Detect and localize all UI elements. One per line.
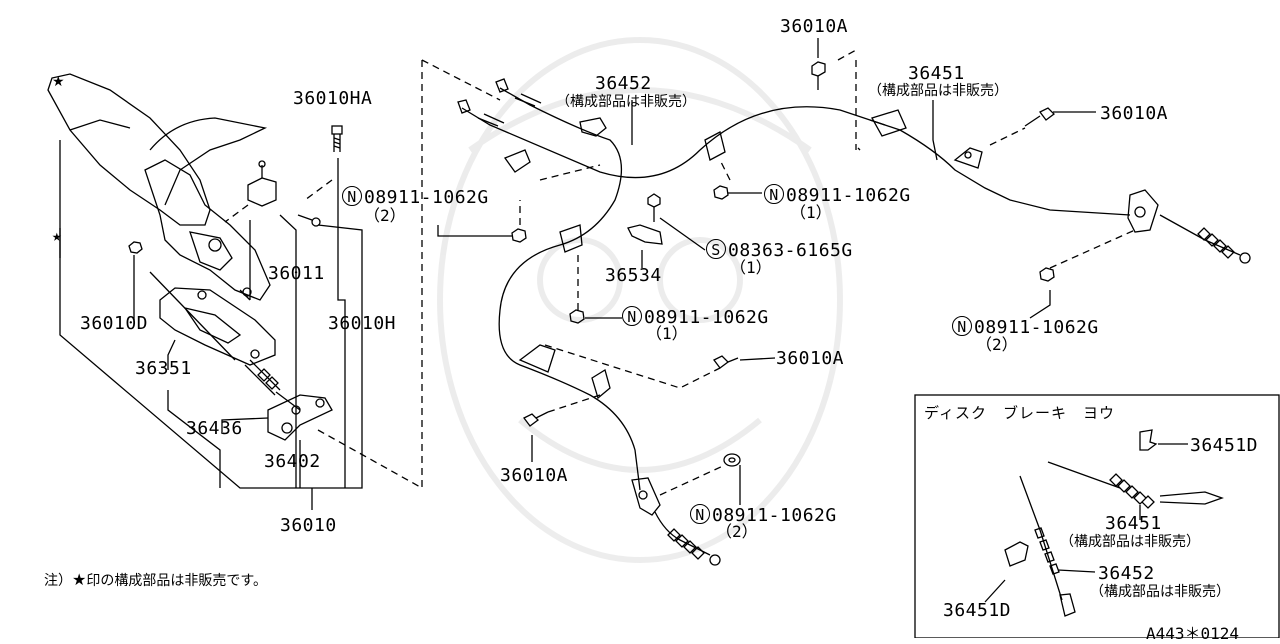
star-marker-left: ★ xyxy=(52,226,63,245)
label-08911-c-qty: （1） xyxy=(646,324,688,343)
inset-label-36451D-b: 36451D xyxy=(943,600,1012,621)
label-36010H: 36010H xyxy=(328,313,397,334)
nut-36010D xyxy=(128,241,143,254)
nut-08911-b xyxy=(713,185,729,200)
bolt-36010A-right xyxy=(1024,107,1055,127)
inset-label-36451-note: （構成部品は非販売） xyxy=(1060,534,1200,550)
footnote-text: 印の構成部品は非販売です。 xyxy=(86,573,267,589)
label-36451: 36451 xyxy=(908,63,965,84)
center-leader-lines xyxy=(437,38,1096,505)
label-08363-qty: （1） xyxy=(730,258,772,277)
label-08911-b-qty: （1） xyxy=(790,203,832,222)
label-36010A-mid: 36010A xyxy=(776,348,845,369)
left-leader-lines xyxy=(59,140,363,510)
label-36452-note: （構成部品は非販売） xyxy=(556,94,696,110)
adjuster-rod-36436 xyxy=(244,359,301,411)
clip-36011 xyxy=(247,160,277,207)
footnote-star: ★ xyxy=(72,570,87,589)
inset-label-36452-note: （構成部品は非販売） xyxy=(1090,584,1230,600)
label-36010A-right: 36010A xyxy=(1100,103,1169,124)
label-36010D: 36010D xyxy=(80,313,149,334)
clamp-36534 xyxy=(627,224,663,245)
symbol-n: N xyxy=(342,186,362,206)
bolt-36010A-low xyxy=(523,411,549,427)
label-08911-d-qty: （2） xyxy=(976,335,1018,354)
inset-label-36451D-a: 36451D xyxy=(1190,435,1259,456)
nut-08911-c xyxy=(569,309,585,324)
bolt-36010A-top xyxy=(811,61,826,90)
symbol-n: N xyxy=(690,504,710,524)
label-36534: 36534 xyxy=(605,265,662,286)
bolt-36010HA xyxy=(331,125,343,152)
symbol-n: N xyxy=(764,184,784,204)
star-marker-lever: ★ xyxy=(52,74,65,90)
lever-base-36351 xyxy=(149,271,276,366)
inset-label-36451: 36451 xyxy=(1105,513,1162,534)
nut-08911-d xyxy=(1039,267,1055,282)
label-36452: 36452 xyxy=(595,73,652,94)
left-dashed-lines xyxy=(224,59,501,489)
label-08911-e-qty: （2） xyxy=(716,522,758,541)
footnote: 注）★印の構成部品は非販売です。 xyxy=(44,570,267,589)
label-08911-a-qty: （2） xyxy=(364,206,406,225)
bolt-08363 xyxy=(647,193,661,222)
inset-label-36452: 36452 xyxy=(1098,563,1155,584)
label-36451-note: （構成部品は非販売） xyxy=(868,83,1008,99)
inset-title: ディスク ブレーキ ヨウ xyxy=(924,404,1115,422)
cable-36452 xyxy=(457,78,886,566)
label-36010A-top: 36010A xyxy=(780,16,849,37)
label-36436: 36436 xyxy=(186,418,243,439)
symbol-s: S xyxy=(706,239,726,259)
equalizer-36402 xyxy=(267,394,333,441)
label-36011: 36011 xyxy=(268,263,325,284)
bolt-36010A-mid xyxy=(713,355,739,369)
bolt-36010H xyxy=(297,214,321,227)
label-36402: 36402 xyxy=(264,451,321,472)
footnote-prefix: 注） xyxy=(44,573,72,589)
center-dashed-lines xyxy=(519,49,1136,496)
label-36010A-low: 36010A xyxy=(500,465,569,486)
washer-08911-e xyxy=(723,453,741,467)
cable-36451 xyxy=(704,109,1251,264)
nut-08911-a xyxy=(511,228,527,243)
label-36351: 36351 xyxy=(135,358,192,379)
watermark xyxy=(437,37,843,563)
inset-box xyxy=(914,394,1280,638)
symbol-n: N xyxy=(622,306,642,326)
lever-assembly xyxy=(47,73,271,301)
label-36010HA: 36010HA xyxy=(293,88,373,109)
symbol-n: N xyxy=(952,316,972,336)
label-36010: 36010 xyxy=(280,515,337,536)
document-id: A443＊0124 xyxy=(1146,624,1240,643)
